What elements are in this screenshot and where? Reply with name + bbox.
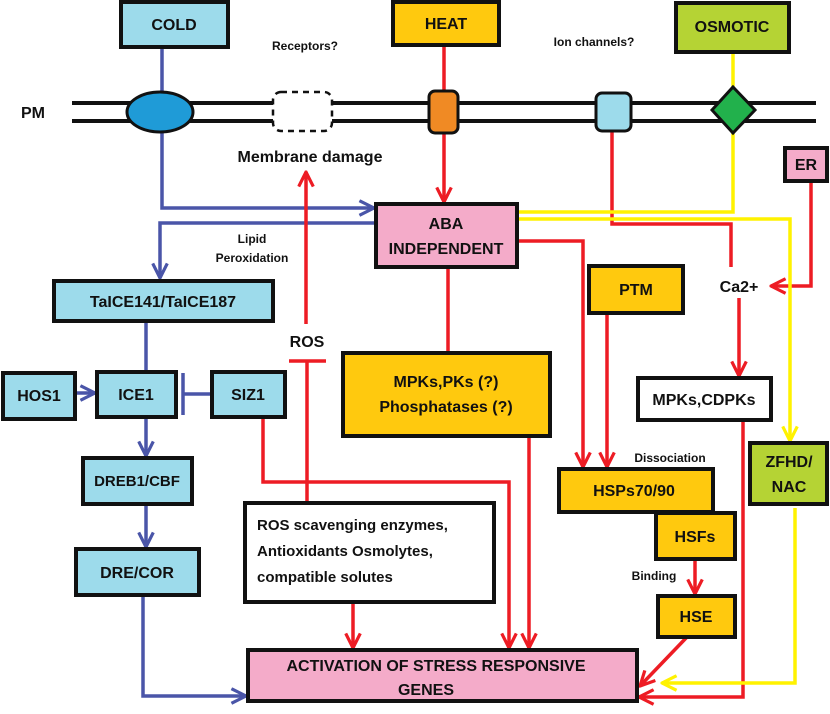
svg-text:NAC: NAC (772, 479, 807, 496)
er-box: ER (783, 146, 829, 183)
taice-box: TaICE141/TaICE187 (52, 279, 275, 323)
svg-text:TaICE141/TaICE187: TaICE141/TaICE187 (90, 294, 236, 311)
hsps-box: HSPs70/90 (557, 467, 715, 514)
plasma-membrane: PM (21, 84, 816, 136)
svg-text:HSPs70/90: HSPs70/90 (593, 483, 675, 500)
activation-genes-box: ACTIVATION OF STRESS RESPONSIVE GENES (246, 648, 639, 703)
dreb-box: DREB1/CBF (81, 456, 194, 506)
svg-text:ACTIVATION OF STRESS RESPONSIV: ACTIVATION OF STRESS RESPONSIVE (287, 658, 586, 675)
siz1-box: SIZ1 (210, 370, 287, 419)
stimulus-osmotic: OSMOTIC (674, 1, 791, 54)
svg-text:COLD: COLD (151, 17, 196, 34)
osmotic-to-aba-line (517, 52, 735, 214)
mpks-pks-box: MPKs,PKs (?) Phosphatases (?) (341, 351, 552, 438)
svg-text:INDEPENDENT: INDEPENDENT (389, 241, 504, 258)
svg-text:HSE: HSE (680, 609, 713, 626)
svg-text:SIZ1: SIZ1 (231, 387, 265, 404)
pm-label: PM (21, 105, 45, 122)
svg-text:OSMOTIC: OSMOTIC (695, 19, 770, 36)
heat-channel (427, 89, 460, 135)
stimulus-heat: HEAT (391, 0, 501, 47)
hsfs-box: HSFs (654, 511, 737, 561)
lipid-label: Lipid (238, 232, 267, 246)
svg-text:Phosphatases (?): Phosphatases (?) (379, 399, 512, 416)
svg-text:MPKs,CDPKs: MPKs,CDPKs (652, 392, 755, 409)
aba-to-hsps-arrow (517, 239, 583, 467)
cold-to-aba-line (160, 47, 374, 208)
svg-text:PTM: PTM (619, 282, 653, 299)
svg-text:DREB1/CBF: DREB1/CBF (94, 473, 180, 490)
svg-text:ABA: ABA (429, 216, 464, 233)
hse-to-activation-arrow (640, 635, 689, 686)
er-to-ca-arrow (771, 181, 813, 286)
ca-label: Ca2+ (720, 279, 759, 296)
svg-text:ZFHD/: ZFHD/ (765, 454, 813, 471)
ptm-box: PTM (587, 264, 685, 315)
mpks-cdpks-to-activation-arrow (639, 420, 745, 697)
svg-text:HSFs: HSFs (675, 529, 716, 546)
aba-to-zfhd-arrow (517, 217, 790, 441)
drecor-to-activation-arrow (141, 595, 246, 696)
mpks-cdpks-box: MPKs,CDPKs (636, 376, 773, 422)
ice1-box: ICE1 (95, 370, 178, 419)
svg-text:Antioxidants Osmolytes,: Antioxidants Osmolytes, (257, 543, 433, 560)
ion-channel-to-ca-line (610, 121, 733, 267)
zfhd-to-activation-arrow (662, 508, 797, 683)
zfhd-nac-box: ZFHD/ NAC (748, 441, 829, 506)
stimulus-cold: COLD (119, 0, 230, 49)
receptor-dashed (271, 90, 334, 133)
aba-independent-box: ABA INDEPENDENT (374, 202, 519, 269)
peroxidation-label: Peroxidation (216, 251, 289, 265)
svg-text:ROS scavenging enzymes,: ROS scavenging enzymes, (257, 517, 448, 534)
svg-text:DRE/COR: DRE/COR (100, 565, 174, 582)
svg-text:MPKs,PKs (?): MPKs,PKs (?) (394, 374, 499, 391)
siz1-to-activation-arrow (261, 417, 509, 648)
svg-text:HOS1: HOS1 (17, 388, 61, 405)
ion-channels-label: Ion channels? (554, 35, 635, 49)
osmotic-sensor-diamond (709, 84, 758, 136)
hse-box: HSE (656, 594, 737, 639)
svg-text:ER: ER (795, 157, 818, 174)
hos1-box: HOS1 (1, 371, 77, 421)
svg-text:GENES: GENES (398, 682, 454, 699)
aba-to-taice-arrow (160, 221, 376, 278)
ros-label: ROS (290, 334, 325, 351)
svg-text:ICE1: ICE1 (118, 387, 154, 404)
siz1-inhibits-ice1 (181, 373, 212, 415)
ion-channel (594, 91, 633, 133)
ros-inhibition-line (289, 359, 326, 503)
connectors (75, 45, 813, 697)
receptors-label: Receptors? (272, 39, 338, 53)
membrane-damage-label: Membrane damage (238, 149, 383, 166)
dissociation-label: Dissociation (634, 451, 705, 465)
cold-sensor-oval (125, 90, 195, 134)
svg-text:compatible solutes: compatible solutes (257, 569, 393, 586)
binding-label: Binding (632, 569, 677, 583)
svg-text:HEAT: HEAT (425, 16, 468, 33)
drecor-box: DRE/COR (74, 547, 201, 597)
ros-scavenging-box: ROS scavenging enzymes, Antioxidants Osm… (243, 501, 496, 604)
